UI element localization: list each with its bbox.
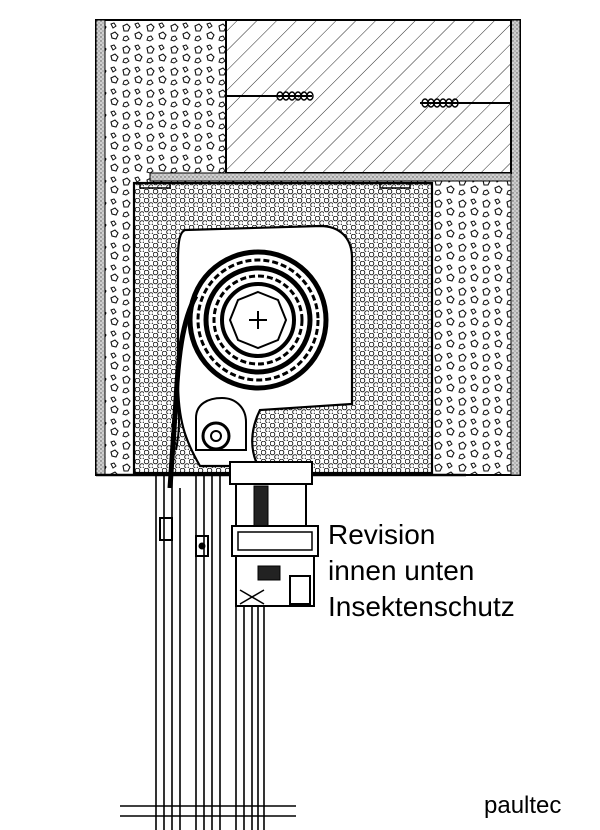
vertical-profiles xyxy=(155,475,265,830)
callout-label-position: innen unten xyxy=(328,555,475,586)
brand-label: paultec xyxy=(484,792,562,819)
belt-winder xyxy=(195,396,247,451)
break-lines xyxy=(120,805,296,817)
callout-label-insect-screen: Insektenschutz xyxy=(328,591,515,622)
lintel-anchors xyxy=(226,91,511,108)
shutter-roll xyxy=(187,249,329,391)
shutter-curtain xyxy=(167,294,199,489)
callout-label-revision: Revision xyxy=(328,519,436,550)
guide-rail xyxy=(159,517,209,557)
window-frame xyxy=(229,461,319,607)
lintel xyxy=(149,19,512,182)
